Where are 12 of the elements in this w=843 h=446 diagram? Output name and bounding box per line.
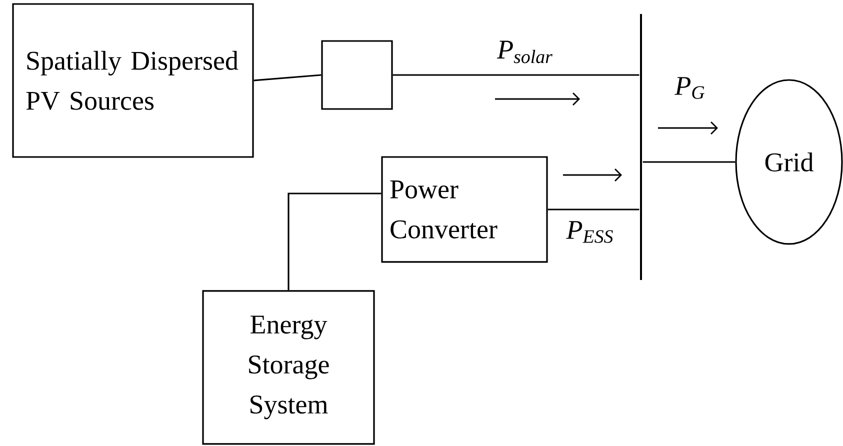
process-box: Energy Storage System: [202, 290, 375, 445]
connector-line: [548, 208, 640, 210]
power-label: P$_{G}$: [674, 77, 704, 99]
connector-line: [642, 161, 736, 163]
connector-line: [254, 74, 322, 82]
power-label: P$_{solar}$: [496, 40, 552, 64]
power-label: P$_{ESS}$: [566, 221, 613, 243]
connector-line: [392, 74, 640, 76]
process-box: Spatially Dispersed PV Sources: [12, 3, 254, 158]
converter-box: [321, 40, 393, 110]
process-box: Power Converter: [381, 156, 548, 263]
connector-line: [288, 192, 382, 290]
